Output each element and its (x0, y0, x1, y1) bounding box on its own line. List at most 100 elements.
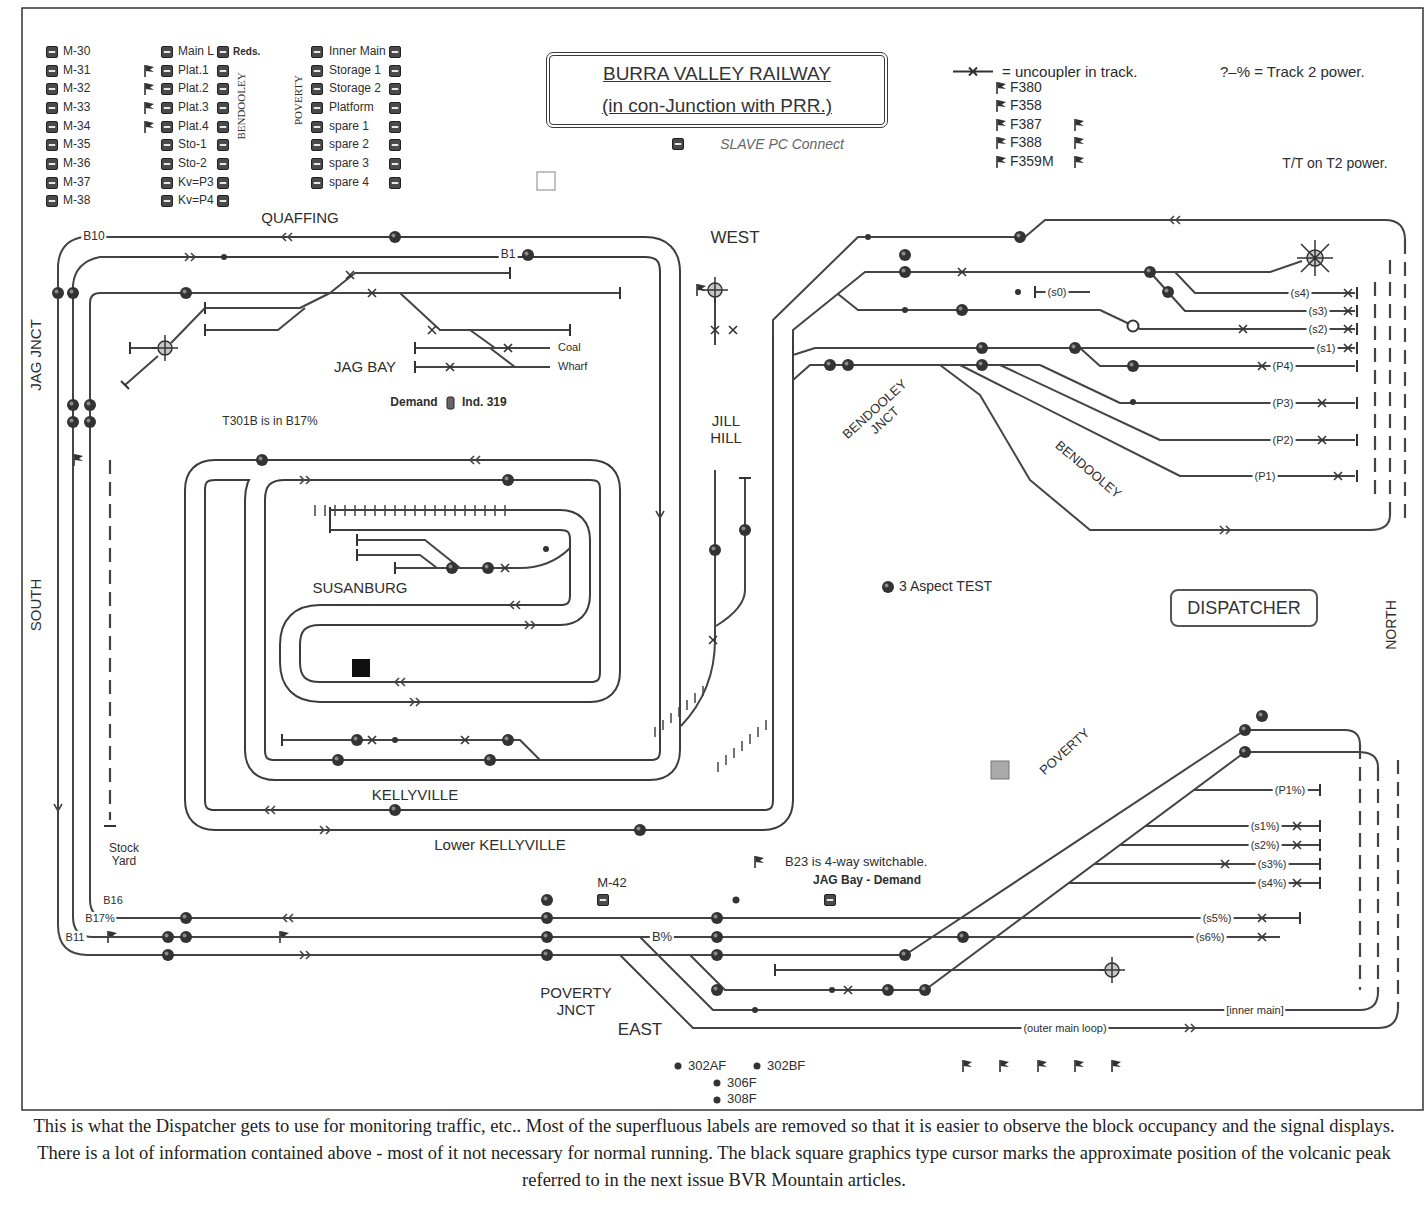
flag-marker (145, 83, 154, 95)
flag-marker (997, 137, 1006, 149)
uncoupler-mark (461, 736, 469, 744)
single-track (73, 300, 1280, 937)
track-label: (s1%) (1249, 820, 1282, 832)
single-track (58, 237, 120, 300)
indicator-panel (312, 122, 323, 133)
platform-hatching (655, 686, 703, 737)
uncoupler-mark (844, 986, 852, 994)
signal-lamp (84, 416, 96, 428)
indicator-panel (390, 66, 401, 77)
single-track (58, 300, 1360, 955)
indicator-panel (218, 140, 229, 151)
siding-label: Stock Yard (102, 842, 146, 869)
box-heading: BURRA VALLEY RAILWAY (603, 62, 831, 86)
indicator-panel (390, 84, 401, 95)
indicator-label: spare 1 (327, 120, 371, 133)
signal-lamp (1069, 342, 1081, 354)
indicator-panel (312, 66, 323, 77)
signal-lamp (541, 949, 553, 961)
panel-frame (22, 8, 1423, 1110)
flag-label: F388 (1008, 135, 1044, 151)
indicator-panel (673, 139, 684, 150)
flag-marker (74, 454, 83, 466)
track-label: (P4) (1271, 360, 1296, 372)
indicator-label: Sto-1 (176, 138, 209, 151)
turntable (702, 277, 728, 303)
double-track (120, 247, 783, 820)
single-track (205, 308, 305, 330)
uncoupler-mark (501, 564, 509, 572)
single-track (775, 969, 1104, 971)
block-label: B16 (101, 894, 125, 906)
signal-lamp (1162, 286, 1174, 298)
uncoupler-mark (1344, 344, 1352, 352)
junction-name: POVERTY JNCT (533, 985, 619, 1019)
direction-chevron (265, 806, 275, 814)
uncoupler-mark (1258, 914, 1266, 922)
signal-lamp (389, 231, 401, 243)
uncoupler-mark (1258, 933, 1266, 941)
signal-lamp (162, 949, 174, 961)
indicator-panel (218, 178, 229, 189)
platform-hatching (315, 505, 766, 772)
uncoupler-mark (958, 268, 966, 276)
signal-lamp (541, 931, 553, 943)
platform-hatching (315, 505, 505, 516)
note-label: B23 is 4-way switchable. (783, 855, 929, 870)
detector-dot (1130, 399, 1136, 405)
single-track (330, 273, 510, 293)
indicator-panel (390, 47, 401, 58)
group-heading: BENDOOLEY (235, 70, 247, 141)
uncoupler-mark (368, 289, 376, 297)
volcano-cursor (352, 659, 370, 677)
indicator-label: M-30 (61, 45, 92, 58)
flag-marker (145, 102, 154, 114)
indicator-panel (312, 140, 323, 151)
double-track (195, 335, 783, 820)
direction-chevron (54, 511, 664, 811)
signal-lamp (484, 754, 496, 766)
uncoupler-mark (1318, 399, 1326, 407)
single-track (125, 308, 205, 385)
single-track (773, 220, 1405, 336)
uncoupler-mark (1239, 325, 1247, 333)
indicator-label: Reds. (231, 46, 262, 57)
signal-lamp (52, 231, 1268, 996)
signal-lamp (522, 249, 534, 261)
station-name: QUAFFING (259, 210, 341, 227)
flag-marker (74, 65, 1121, 1072)
indicator-panel (47, 84, 58, 95)
siding-label: Coal (556, 341, 583, 353)
single-track (400, 293, 570, 330)
track-label: (s3) (1307, 305, 1330, 317)
uncoupler-mark (729, 326, 737, 334)
indicator-label: Platform (327, 101, 376, 114)
signal-lamp (956, 304, 968, 316)
indicator-label: spare 2 (327, 138, 371, 151)
indicator-panel (218, 159, 229, 170)
indicator-panel (47, 196, 58, 207)
signal-lamp (446, 562, 458, 574)
track-label: (s2) (1307, 323, 1330, 335)
indicator-panel (162, 159, 173, 170)
indicator-panel (390, 178, 401, 189)
signal-lamp (332, 754, 344, 766)
uncoupler-mark (1334, 472, 1342, 480)
indicator-panel (218, 103, 229, 114)
detector-dot (221, 254, 227, 260)
indicator-panel (390, 103, 401, 114)
double-track (120, 247, 783, 820)
signal-lamp (256, 454, 268, 466)
flag-marker (755, 856, 764, 868)
detector-dot (752, 1007, 758, 1013)
legend-swatch (952, 65, 994, 77)
single-track (205, 293, 330, 308)
indicator-label: Plat.4 (176, 120, 211, 133)
track-label: (P1%) (1273, 784, 1308, 796)
signal-lamp (899, 266, 911, 278)
uncoupler-mark (346, 268, 1352, 994)
flag-marker (1075, 1060, 1084, 1072)
single-track (90, 293, 1300, 918)
track-label: (s3%) (1256, 858, 1289, 870)
flag-marker (963, 1060, 972, 1072)
